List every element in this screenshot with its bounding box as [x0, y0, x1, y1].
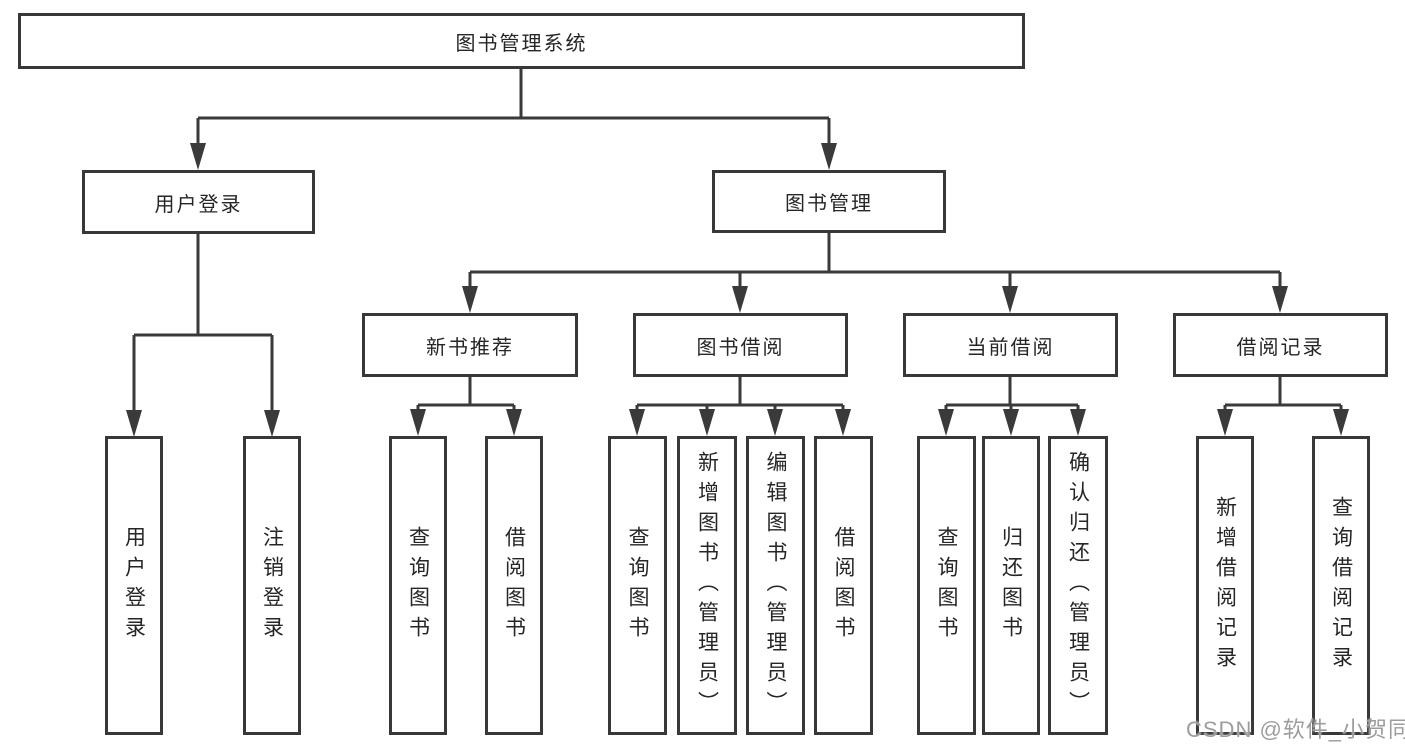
node-new-book-recommend: 新书推荐 [362, 313, 578, 377]
node-borrowing-records: 借阅记录 [1173, 313, 1388, 377]
leaf-query-books-current: 查询图书 [917, 436, 976, 735]
leaf-query-books-borrowing-label: 查询图书 [626, 525, 649, 646]
leaf-query-books-borrowing: 查询图书 [608, 436, 667, 735]
leaf-add-books-admin: 新增图书（管理员） [677, 436, 737, 735]
leaf-edit-books-admin: 编辑图书（管理员） [746, 436, 805, 735]
leaf-confirm-return-admin: 确认归还（管理员） [1048, 436, 1108, 735]
leaf-borrow-books: 借阅图书 [814, 436, 873, 735]
leaf-return-books: 归还图书 [982, 436, 1040, 735]
leaf-add-books-admin-label: 新增图书（管理员） [695, 450, 719, 721]
leaf-query-books-recommend: 查询图书 [389, 436, 447, 735]
node-current-borrowing-label: 当前借阅 [966, 336, 1055, 359]
node-book-management: 图书管理 [712, 170, 946, 233]
leaf-query-borrow-record: 查询借阅记录 [1312, 436, 1370, 735]
node-borrowing-records-label: 借阅记录 [1236, 336, 1325, 359]
leaf-user-login: 用户登录 [105, 436, 163, 735]
node-book-management-label: 图书管理 [785, 193, 873, 215]
node-user-login-label: 用户登录 [154, 193, 243, 216]
node-book-borrowing: 图书借阅 [633, 313, 848, 377]
leaf-add-borrow-record: 新增借阅记录 [1196, 436, 1254, 735]
leaf-query-books-current-label: 查询图书 [935, 525, 958, 646]
leaf-return-books-label: 归还图书 [999, 525, 1023, 646]
leaf-borrow-books-label: 借阅图书 [832, 525, 855, 646]
leaf-add-borrow-record-label: 新增借阅记录 [1213, 495, 1237, 676]
arrowhead-icons [126, 143, 1349, 437]
leaf-logout: 注销登录 [243, 436, 301, 735]
node-new-book-recommend-label: 新书推荐 [426, 336, 514, 359]
leaf-query-books-recommend-label: 查询图书 [406, 525, 430, 646]
node-user-login: 用户登录 [82, 170, 315, 234]
leaf-borrow-books-recommend-label: 借阅图书 [502, 525, 526, 646]
node-current-borrowing: 当前借阅 [903, 313, 1118, 377]
node-book-borrowing-label: 图书借阅 [696, 336, 785, 359]
leaf-edit-books-admin-label: 编辑图书（管理员） [764, 450, 787, 721]
node-library-system-label: 图书管理系统 [455, 32, 588, 55]
leaf-user-login-label: 用户登录 [122, 525, 146, 646]
leaf-logout-label: 注销登录 [260, 525, 284, 646]
leaf-confirm-return-admin-label: 确认归还（管理员） [1066, 450, 1090, 721]
node-library-system: 图书管理系统 [18, 13, 1025, 69]
leaf-query-borrow-record-label: 查询借阅记录 [1329, 495, 1353, 676]
csdn-watermark: CSDN @软件_小贺同学 [1186, 717, 1405, 742]
leaf-borrow-books-recommend: 借阅图书 [485, 436, 543, 735]
